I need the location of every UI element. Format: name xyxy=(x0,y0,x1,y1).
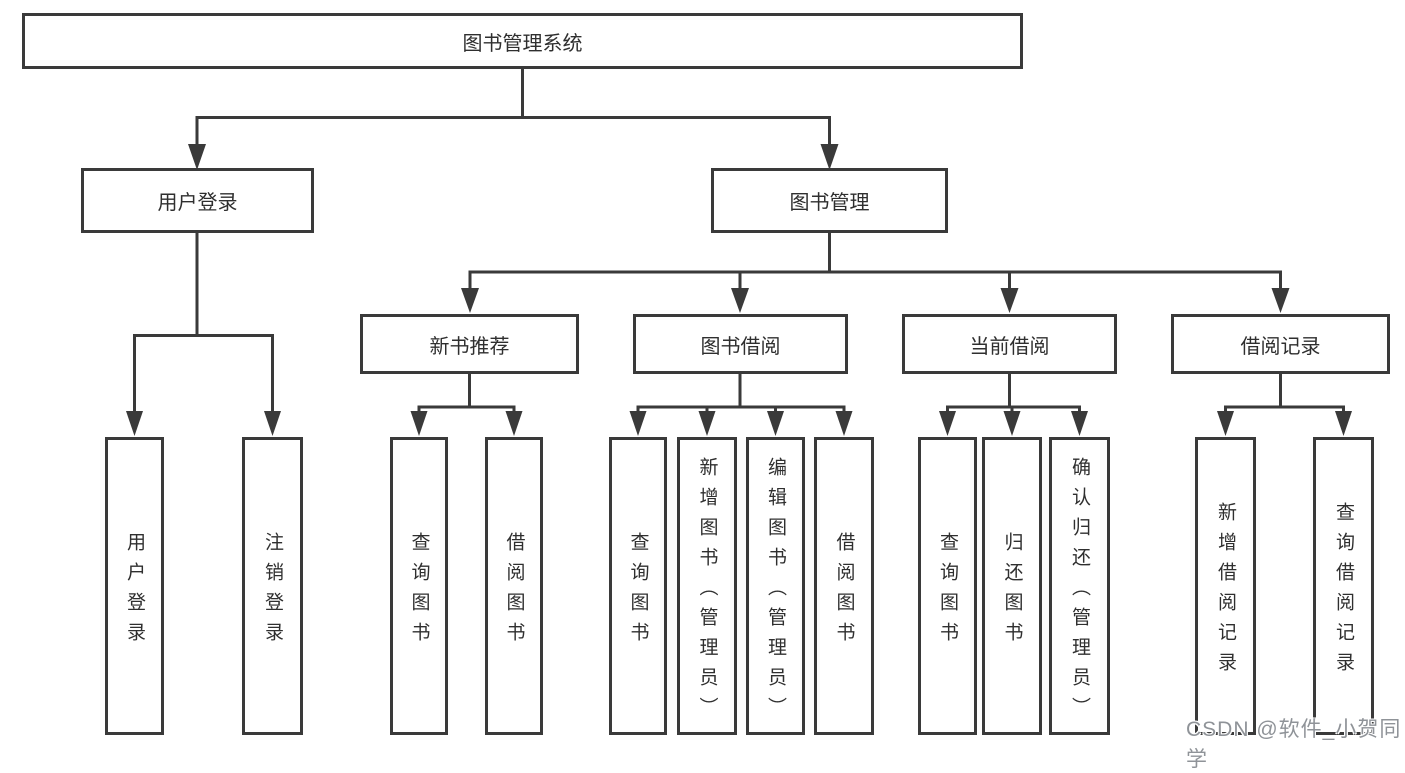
node-label: 确认归还（管理员） xyxy=(1069,456,1090,727)
node-borrow-record: 借阅记录 xyxy=(1171,314,1390,374)
connector-current-borrow-children xyxy=(946,374,1081,413)
leaf-confirm-return-admin: 确认归还（管理员） xyxy=(1049,437,1110,735)
node-book-management: 图书管理 xyxy=(711,168,948,233)
node-label: 查询图书 xyxy=(937,531,958,652)
node-label: 用户登录 xyxy=(124,531,145,652)
diagram-connectors xyxy=(126,68,1352,436)
node-label: 注销登录 xyxy=(262,531,283,652)
node-label: 新增图书（管理员） xyxy=(696,456,718,727)
connector-user-login-children xyxy=(133,233,274,412)
leaf-user-login: 用户登录 xyxy=(105,437,164,735)
node-label: 查询图书 xyxy=(627,531,649,652)
node-label: 借阅记录 xyxy=(1240,335,1321,358)
leaf-edit-book-admin: 编辑图书（管理员） xyxy=(746,437,805,735)
csdn-watermark: CSDN @软件_小贺同学 xyxy=(1186,718,1402,771)
leaf-return-book: 归还图书 xyxy=(982,437,1042,735)
node-new-book-recommend: 新书推荐 xyxy=(360,314,579,374)
node-label: 图书管理系统 xyxy=(462,32,583,55)
node-label: 图书借阅 xyxy=(700,335,781,358)
leaf-add-borrow-record: 新增借阅记录 xyxy=(1195,437,1256,735)
connector-new-book-children xyxy=(417,374,516,413)
node-label: 用户登录 xyxy=(157,192,238,214)
node-label: 归还图书 xyxy=(1001,531,1023,652)
node-book-borrow: 图书借阅 xyxy=(633,314,848,374)
node-label: 查询图书 xyxy=(408,531,430,652)
node-label: 借阅图书 xyxy=(503,531,525,652)
node-label: 查询借阅记录 xyxy=(1333,501,1354,682)
connector-borrow-record-children xyxy=(1224,374,1345,413)
leaf-query-book-current: 查询图书 xyxy=(918,437,977,735)
connector-root-to-level2 xyxy=(195,68,831,146)
node-current-borrow: 当前借阅 xyxy=(902,314,1117,374)
node-label: 编辑图书（管理员） xyxy=(765,456,786,727)
connector-book-mgmt-children xyxy=(468,233,1282,289)
node-label: 图书管理 xyxy=(789,192,870,214)
leaf-query-book-recommend: 查询图书 xyxy=(390,437,448,735)
leaf-query-book-borrow: 查询图书 xyxy=(609,437,667,735)
leaf-logout: 注销登录 xyxy=(242,437,303,735)
leaf-borrow-book: 借阅图书 xyxy=(814,437,874,735)
node-label: 当前借阅 xyxy=(969,335,1050,358)
connector-book-borrow-children xyxy=(636,374,846,413)
node-user-login: 用户登录 xyxy=(81,168,314,233)
node-label: 新书推荐 xyxy=(429,335,510,358)
node-label: 新增借阅记录 xyxy=(1215,501,1236,682)
leaf-add-book-admin: 新增图书（管理员） xyxy=(677,437,737,735)
arrowhead-icons xyxy=(126,144,1352,436)
node-label: 借阅图书 xyxy=(833,531,855,652)
node-root-library-management-system: 图书管理系统 xyxy=(22,13,1023,69)
leaf-borrow-book-recommend: 借阅图书 xyxy=(485,437,543,735)
leaf-query-borrow-record: 查询借阅记录 xyxy=(1313,437,1374,735)
